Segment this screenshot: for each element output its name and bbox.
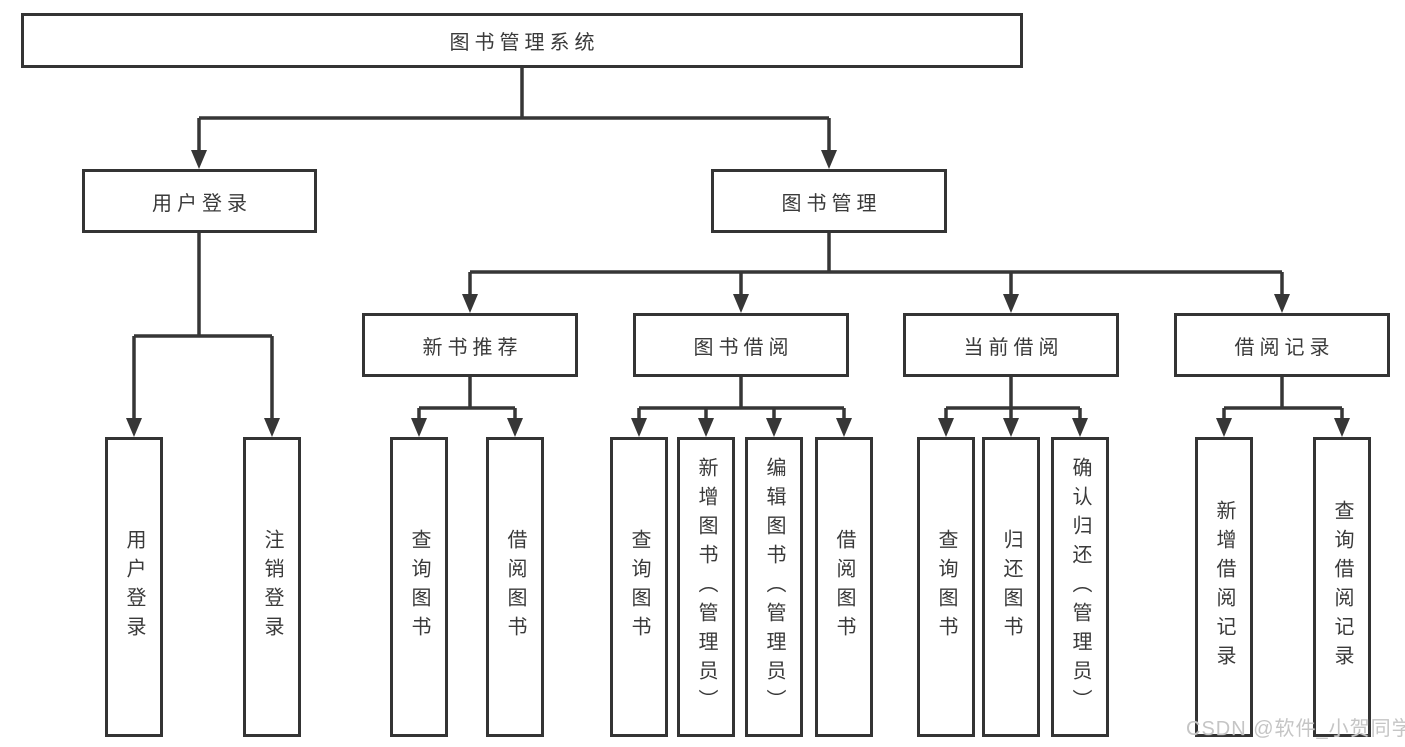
leaf-return-books-label: 归还图书 bbox=[1000, 529, 1022, 645]
node-user-login: 用户登录 bbox=[82, 169, 317, 233]
node-library-management-system: 图书管理系统 bbox=[21, 13, 1023, 68]
leaf-user-login-label: 用户登录 bbox=[123, 529, 145, 645]
leaf-query-books-recommendation: 查询图书 bbox=[390, 437, 448, 737]
leaf-add-borrow-record: 新增借阅记录 bbox=[1195, 437, 1253, 737]
arrowheads bbox=[126, 150, 1350, 437]
leaf-add-books-admin-label: 新增图书（管理员） bbox=[695, 456, 717, 718]
connector-lines bbox=[132, 68, 1344, 423]
leaf-edit-books-admin-label: 编辑图书（管理员） bbox=[763, 456, 785, 718]
leaf-confirm-return-admin-label: 确认归还（管理员） bbox=[1069, 456, 1091, 718]
node-book-borrowing: 图书借阅 bbox=[633, 313, 849, 377]
leaf-query-books-current-label: 查询图书 bbox=[935, 529, 957, 645]
leaf-borrow-books-borrowing: 借阅图书 bbox=[815, 437, 873, 737]
leaf-query-books-recommendation-label: 查询图书 bbox=[408, 529, 430, 645]
leaf-query-books-borrowing-label: 查询图书 bbox=[628, 529, 650, 645]
node-book-management: 图书管理 bbox=[711, 169, 947, 233]
leaf-logout-login-label: 注销登录 bbox=[261, 529, 283, 645]
leaf-return-books: 归还图书 bbox=[982, 437, 1040, 737]
leaf-borrow-books-recommendation: 借阅图书 bbox=[486, 437, 544, 737]
leaf-add-borrow-record-label: 新增借阅记录 bbox=[1213, 500, 1235, 674]
leaf-user-login: 用户登录 bbox=[105, 437, 163, 737]
leaf-query-books-borrowing: 查询图书 bbox=[610, 437, 668, 737]
csdn-watermark: CSDN @软件_小贺同学 bbox=[1186, 718, 1405, 740]
leaf-borrow-books-borrowing-label: 借阅图书 bbox=[833, 529, 855, 645]
leaf-query-borrow-record: 查询借阅记录 bbox=[1313, 437, 1371, 737]
leaf-edit-books-admin: 编辑图书（管理员） bbox=[745, 437, 803, 737]
node-borrowing-records: 借阅记录 bbox=[1174, 313, 1390, 377]
leaf-add-books-admin: 新增图书（管理员） bbox=[677, 437, 735, 737]
node-new-book-recommendation: 新书推荐 bbox=[362, 313, 578, 377]
leaf-confirm-return-admin: 确认归还（管理员） bbox=[1051, 437, 1109, 737]
node-current-borrowing: 当前借阅 bbox=[903, 313, 1119, 377]
leaf-query-books-current: 查询图书 bbox=[917, 437, 975, 737]
leaf-logout-login: 注销登录 bbox=[243, 437, 301, 737]
leaf-query-borrow-record-label: 查询借阅记录 bbox=[1331, 500, 1353, 674]
leaf-borrow-books-recommendation-label: 借阅图书 bbox=[504, 529, 526, 645]
